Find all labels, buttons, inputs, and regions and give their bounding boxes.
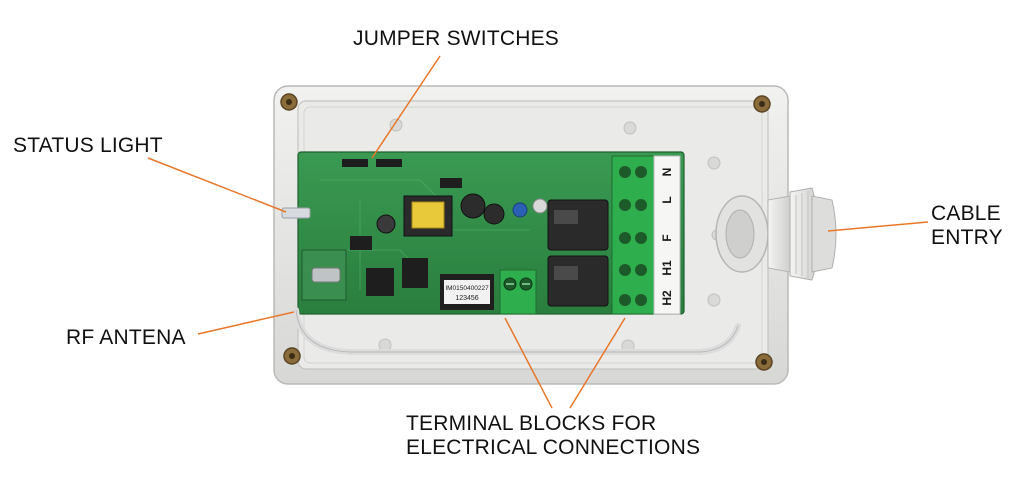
label-terminal-blocks: TERMINAL BLOCKS FOR ELECTRICAL CONNECTIO… <box>406 412 700 460</box>
terminal-label-f: F <box>660 234 674 241</box>
label-status-light: STATUS LIGHT <box>13 134 163 157</box>
terminal-label-h2: H2 <box>660 290 674 306</box>
terminal-label-n: N <box>660 168 674 177</box>
corner-screws <box>280 93 773 371</box>
chip-digits-text: 123456 <box>455 295 478 302</box>
terminal-label-l: L <box>660 196 674 203</box>
label-terminal-line1: TERMINAL BLOCKS FOR <box>406 412 657 435</box>
leader-terminal-b <box>569 317 626 409</box>
leader-rf <box>197 311 295 335</box>
leader-cable <box>827 221 929 232</box>
terminal-label-h1: H1 <box>660 260 674 276</box>
label-jumper-switches: JUMPER SWITCHES <box>353 27 560 50</box>
leader-lines <box>147 55 929 409</box>
terminal-labels: N L F H1 H2 <box>660 168 674 306</box>
label-rf-antenna: RF ANTENA <box>66 326 186 349</box>
relays <box>547 199 609 307</box>
leader-status <box>147 157 287 213</box>
center-terminal-block <box>499 269 537 315</box>
pcb-board: IM0150400227 123456 <box>281 151 685 315</box>
cable-gland <box>715 187 837 281</box>
label-cable-line1: CABLE <box>931 202 1001 225</box>
label-cable-entry: CABLE ENTRY <box>931 202 1003 250</box>
main-terminal-strip <box>611 155 655 315</box>
label-terminal-line2: ELECTRICAL CONNECTIONS <box>406 436 701 459</box>
leader-terminal-a <box>504 317 553 409</box>
leader-jumper <box>371 55 441 159</box>
chip-serial-text: IM0150400227 <box>445 285 489 292</box>
label-cable-line2: ENTRY <box>931 226 1003 249</box>
